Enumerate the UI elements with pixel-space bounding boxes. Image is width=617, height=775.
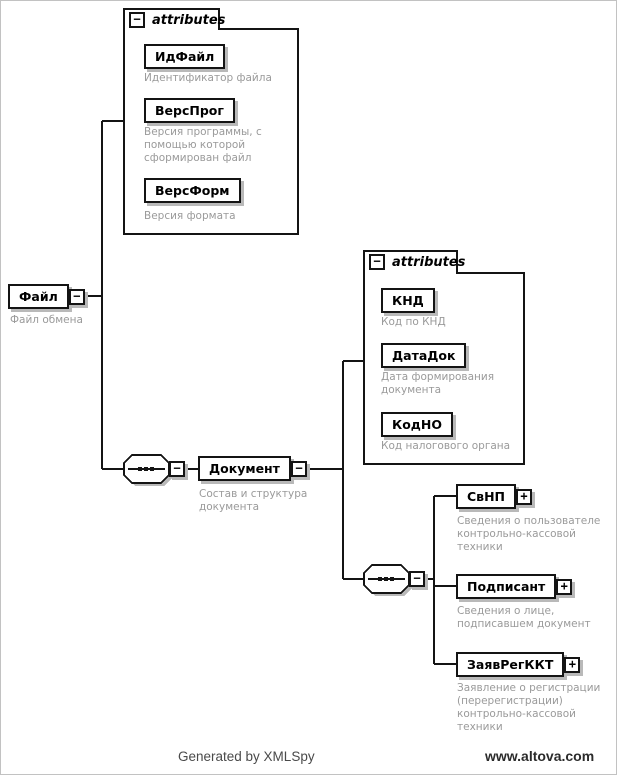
- attribute-name: ДатаДок: [392, 348, 456, 363]
- element-name: Документ: [209, 461, 280, 476]
- attributes-header: − attributes: [129, 12, 225, 28]
- attribute-name: ИдФайл: [155, 49, 215, 64]
- attribute-box[interactable]: ВерсФорм: [144, 178, 241, 203]
- minus-icon: −: [73, 288, 81, 303]
- sequence-icon: [123, 454, 172, 486]
- attribute-name: ВерсПрог: [155, 103, 224, 118]
- collapse-toggle[interactable]: −: [369, 254, 385, 270]
- attribute-node-kodno[interactable]: КодНО: [381, 412, 453, 437]
- expand-toggle[interactable]: +: [556, 578, 573, 595]
- sequence-icon: [363, 564, 412, 596]
- attribute-box[interactable]: ВерсПрог: [144, 98, 235, 123]
- attribute-box[interactable]: КодНО: [381, 412, 453, 437]
- annotation: Идентификатор файла: [144, 72, 272, 84]
- attributes-title: attributes: [392, 254, 466, 270]
- element-box[interactable]: СвНП: [456, 484, 517, 509]
- element-box[interactable]: Документ: [198, 456, 291, 481]
- attribute-node-versprog[interactable]: ВерсПрог: [144, 98, 235, 123]
- attribute-box[interactable]: КНД: [381, 288, 435, 313]
- expand-toggle[interactable]: +: [564, 656, 581, 673]
- minus-icon: −: [413, 571, 421, 585]
- annotation: Код налогового органа: [381, 440, 511, 452]
- element-name: СвНП: [467, 489, 506, 504]
- element-name: Файл: [19, 289, 58, 304]
- minus-icon: −: [373, 254, 381, 268]
- attribute-node-idfile[interactable]: ИдФайл: [144, 44, 226, 69]
- attributes-box-1-outline: [123, 8, 299, 235]
- attribute-box[interactable]: ИдФайл: [144, 44, 226, 69]
- annotation: Код по КНД: [381, 316, 446, 328]
- attribute-node-knd[interactable]: КНД: [381, 288, 435, 313]
- attributes-title: attributes: [152, 12, 226, 28]
- collapse-toggle[interactable]: −: [409, 571, 425, 587]
- attribute-name: ВерсФорм: [155, 183, 230, 198]
- element-name: Подписант: [467, 579, 546, 594]
- collapse-toggle[interactable]: −: [129, 12, 145, 28]
- attribute-name: КодНО: [392, 417, 442, 432]
- attribute-name: КНД: [392, 293, 424, 308]
- plus-icon: +: [520, 488, 528, 503]
- element-node-file[interactable]: Файл −: [8, 284, 85, 309]
- attribute-node-datadok[interactable]: ДатаДок: [381, 343, 467, 368]
- minus-icon: −: [295, 460, 303, 475]
- attribute-box[interactable]: ДатаДок: [381, 343, 467, 368]
- attribute-node-versform[interactable]: ВерсФорм: [144, 178, 241, 203]
- element-node-zayavregkkt[interactable]: ЗаявРегККТ +: [456, 652, 581, 677]
- annotation: Дата формирования документа: [381, 371, 495, 396]
- element-node-svnp[interactable]: СвНП +: [456, 484, 533, 509]
- element-box[interactable]: Подписант: [456, 574, 557, 599]
- attributes-header: − attributes: [369, 254, 465, 270]
- minus-icon: −: [133, 12, 141, 26]
- annotation: Сведения о пользователе контрольно-кассо…: [457, 515, 601, 553]
- altova-url: www.altova.com: [485, 748, 595, 764]
- collapse-toggle[interactable]: −: [290, 460, 307, 477]
- expand-toggle[interactable]: +: [516, 488, 533, 505]
- annotation: Версия программы, с помощью которой сфор…: [144, 126, 262, 164]
- attributes-box-2-outline: [363, 250, 525, 465]
- plus-icon: +: [568, 656, 576, 671]
- annotation: Версия формата: [144, 210, 236, 222]
- collapse-toggle[interactable]: −: [68, 288, 85, 305]
- minus-icon: −: [173, 461, 181, 475]
- element-node-podpisant[interactable]: Подписант +: [456, 574, 573, 599]
- annotation: Файл обмена: [10, 314, 83, 326]
- annotation: Сведения о лице, подписавшем документ: [457, 605, 591, 630]
- annotation: Заявление о регистрации (перерегистрации…: [457, 682, 601, 733]
- annotation: Состав и структура документа: [199, 488, 308, 513]
- plus-icon: +: [560, 578, 568, 593]
- element-name: ЗаявРегККТ: [467, 657, 554, 672]
- collapse-toggle[interactable]: −: [169, 461, 185, 477]
- generated-by-label: Generated by XMLSpy: [178, 749, 315, 764]
- element-box[interactable]: Файл: [8, 284, 69, 309]
- element-box[interactable]: ЗаявРегККТ: [456, 652, 565, 677]
- element-node-document[interactable]: Документ −: [198, 456, 307, 481]
